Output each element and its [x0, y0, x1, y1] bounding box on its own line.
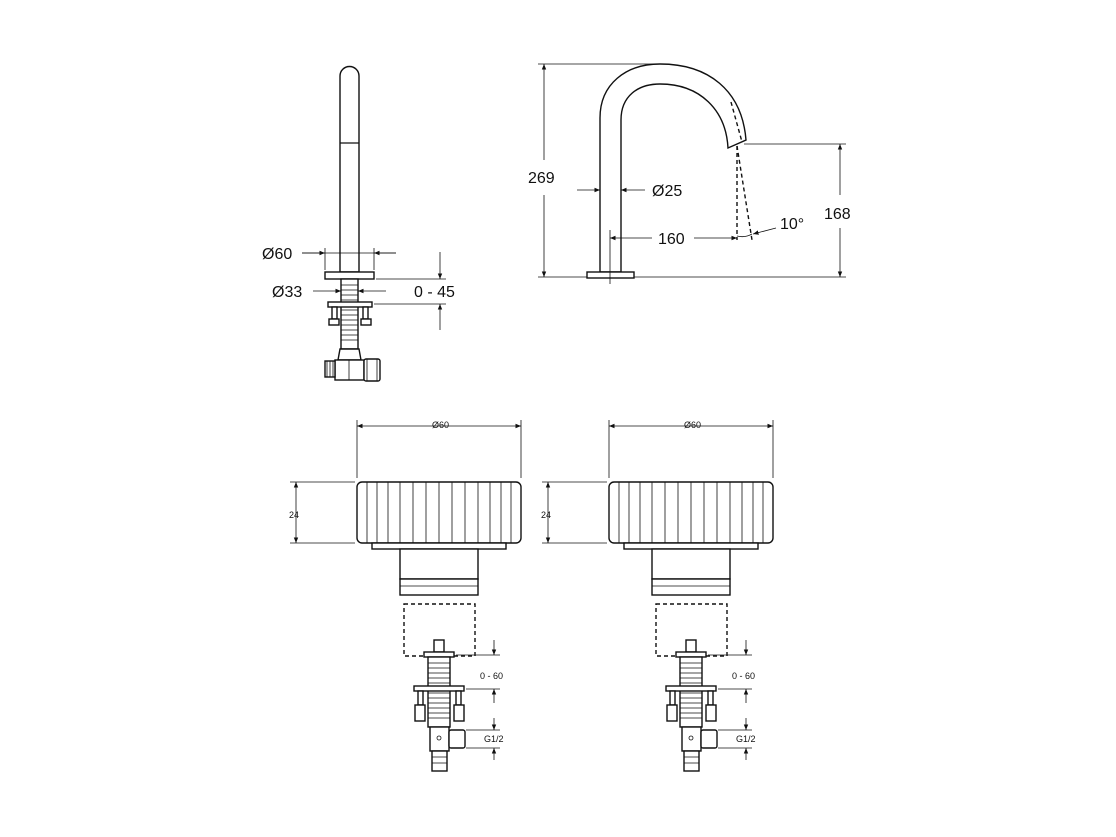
side-spout-body: [339, 65, 360, 273]
handle-left-dim-height: 24: [289, 481, 355, 544]
handle-right-dim-diameter: Ø60: [608, 420, 774, 478]
handle-right-dim-deck-range-label: 0 - 60: [732, 671, 755, 681]
side-dim-deck-thickness-label: 0 - 45: [414, 284, 455, 301]
side-valve-body: [324, 348, 381, 382]
handle-left-dim-height-label: 24: [289, 510, 299, 520]
handle-right-dim-thread-label: G1/2: [736, 734, 756, 744]
side-base-plate: [324, 271, 375, 280]
handle-right-dim-deck-range: 0 - 60: [708, 640, 755, 703]
front-dim-height-label: 269: [528, 170, 555, 187]
front-dim-flow-angle: 10°: [736, 216, 804, 238]
side-dim-base-diameter: Ø60: [262, 246, 396, 270]
handle-left: Ø60 24 0 - 60 G1/2: [289, 420, 522, 772]
side-dim-shank-diameter-label: Ø33: [272, 284, 302, 301]
front-dim-height: 269: [528, 63, 658, 278]
front-dim-flow-angle-label: 10°: [780, 216, 804, 233]
front-dim-outlet-height-label: 168: [824, 206, 851, 223]
side-view: Ø60 Ø33 0 - 45: [262, 65, 455, 382]
side-threaded-shank: [340, 278, 359, 350]
handle-left-knurling: [366, 482, 512, 543]
side-dim-base-diameter-label: Ø60: [262, 246, 292, 263]
handle-right-deck-insert: [655, 603, 728, 657]
side-dim-deck-thickness: 0 - 45: [374, 252, 455, 330]
side-dim-shank-diameter: Ø33: [272, 284, 386, 301]
front-dim-spout-diameter: Ø25: [577, 183, 682, 200]
handle-left-dim-thread-label: G1/2: [484, 734, 504, 744]
handle-left-dim-diameter: Ø60: [356, 420, 522, 478]
front-dim-reach: 160: [610, 231, 737, 248]
front-dim-reach-label: 160: [658, 231, 685, 248]
handle-right-knurling: [618, 482, 764, 543]
front-view: 269 Ø25 160 10° 168: [528, 63, 851, 284]
handle-right-dim-height-label: 24: [541, 510, 551, 520]
handle-right: Ø60 24 0 - 60 G1/2: [541, 420, 774, 772]
handle-left-dim-thread: G1/2: [466, 718, 504, 760]
handle-right-dim-diameter-label: Ø60: [684, 420, 701, 430]
handle-left-deck-insert: [403, 603, 476, 657]
side-fixing-plate: [327, 301, 373, 326]
handle-left-dim-diameter-label: Ø60: [432, 420, 449, 430]
front-dim-outlet-height: 168: [634, 143, 851, 278]
handle-right-dim-height: 24: [541, 481, 607, 544]
front-base-plate: [586, 271, 635, 279]
front-water-jet-angled: [736, 145, 753, 241]
front-dim-spout-diameter-label: Ø25: [652, 183, 682, 200]
handle-left-dim-deck-range-label: 0 - 60: [480, 671, 503, 681]
front-spout-body: [599, 63, 747, 273]
handle-right-dim-thread: G1/2: [718, 718, 756, 760]
handle-left-dim-deck-range: 0 - 60: [456, 640, 503, 703]
